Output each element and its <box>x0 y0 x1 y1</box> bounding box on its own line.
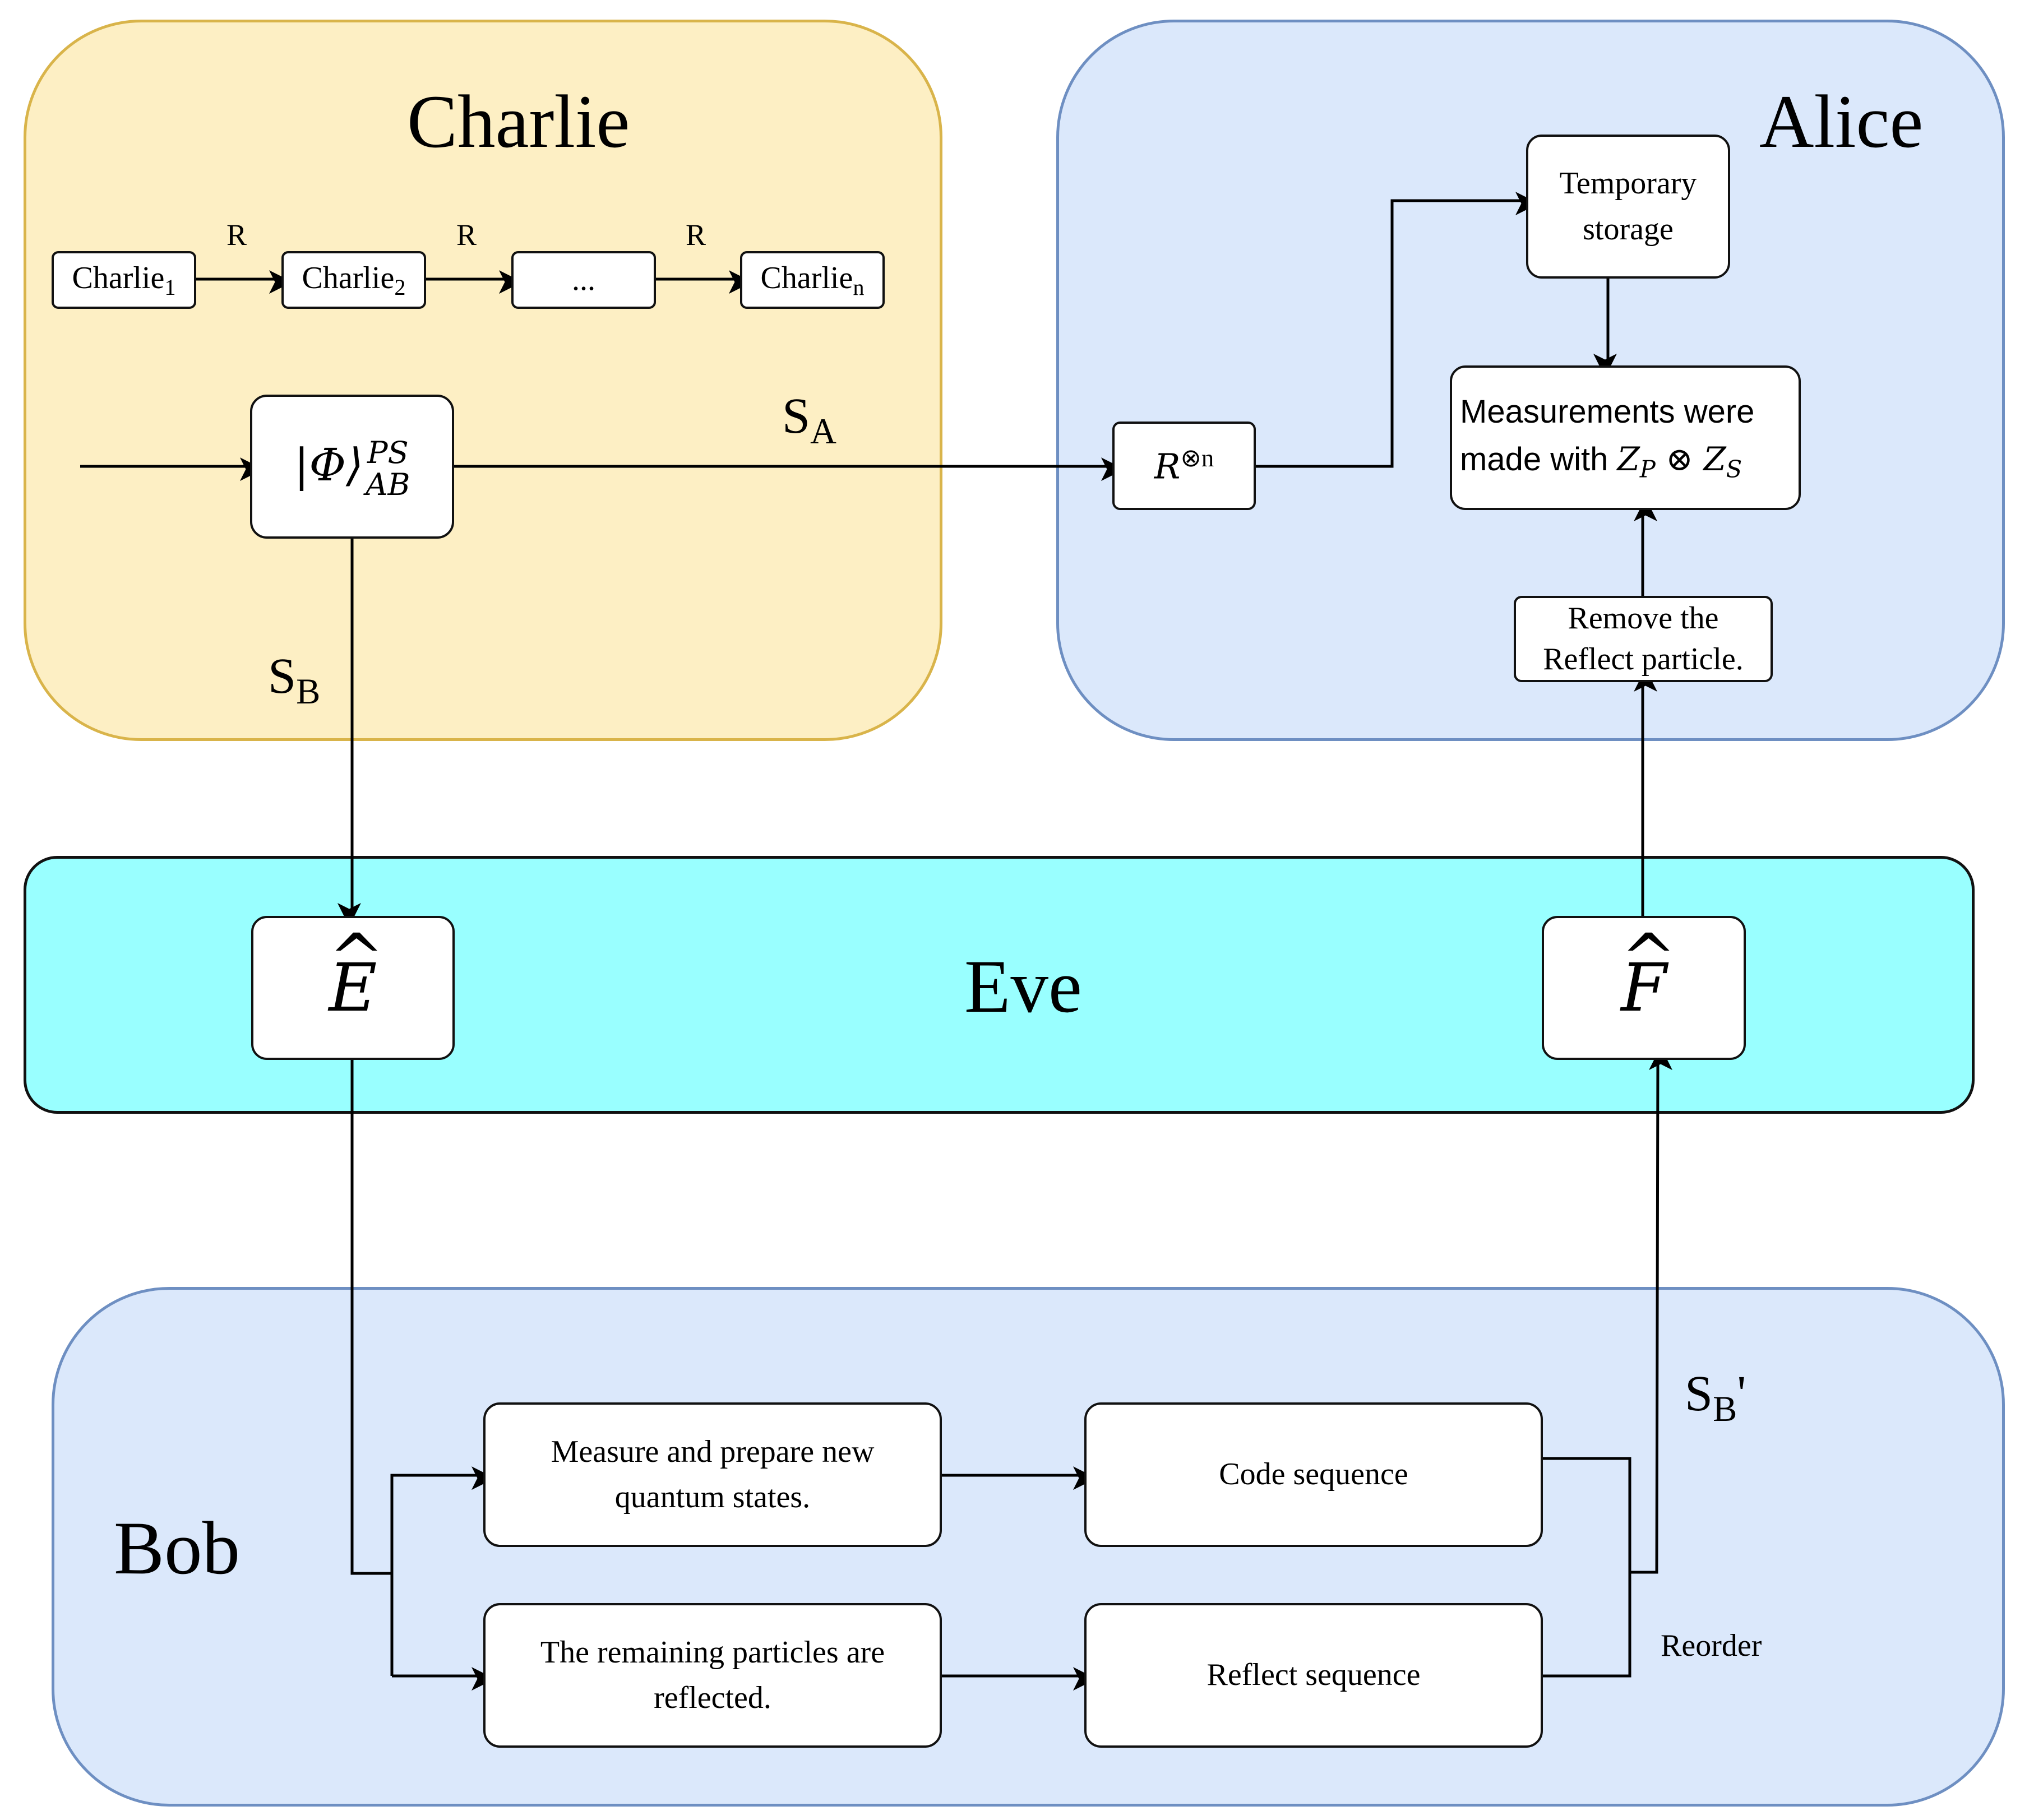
charlie-2-box: Charlie2 <box>281 251 426 309</box>
sa-label: SA <box>782 388 836 452</box>
reorder-to-f-arrow <box>1630 1046 1673 1574</box>
alice-title: Alice <box>1759 80 1924 164</box>
eve-title: Eve <box>964 945 1082 1029</box>
split-upper-arrow <box>390 1466 495 1676</box>
chain-r-label-1: R <box>227 218 247 252</box>
chain-r-label-2: R <box>456 218 477 252</box>
charlie-n-box: Charlien <box>740 251 885 309</box>
r-tensor-box: R⊗n <box>1112 422 1256 510</box>
bob-title: Bob <box>114 1507 241 1590</box>
sb-prime-label: SB' <box>1685 1366 1746 1429</box>
charlie-1-box: Charlie1 <box>52 251 196 309</box>
code-sequence-label: Code sequence <box>1219 1457 1408 1492</box>
reflect-sequence-label: Reflect sequence <box>1207 1657 1421 1693</box>
charlie-n-label: Charlien <box>760 261 865 300</box>
e-to-bob-line <box>350 1060 392 1575</box>
charlie-title: Charlie <box>407 80 630 164</box>
r-to-storage-arrow <box>1256 192 1539 468</box>
code-to-reorder-line <box>1543 1457 1631 1572</box>
f-hat-box: ^F <box>1542 916 1746 1060</box>
code-sequence-box: Code sequence <box>1084 1402 1543 1547</box>
reflect-to-reorder-line <box>1543 1572 1631 1678</box>
f-hat-label: ^F <box>1621 919 1676 1026</box>
charlie-ellipsis-box: ... <box>511 251 656 309</box>
reflect-sequence-box: Reflect sequence <box>1084 1603 1543 1748</box>
charlie-region <box>24 20 942 741</box>
charlie-ellipsis-label: ... <box>572 262 595 297</box>
e-hat-box: ^E <box>251 916 455 1060</box>
e-hat-label: ^E <box>329 919 385 1026</box>
bob-region <box>52 1287 2005 1807</box>
reorder-label: Reorder <box>1661 1628 1762 1663</box>
charlie-2-label: Charlie2 <box>302 261 406 300</box>
charlie-1-label: Charlie1 <box>72 261 176 300</box>
r-tensor-label: R⊗n <box>1154 443 1214 487</box>
sb-label: SB <box>268 649 321 712</box>
chain-r-label-3: R <box>686 218 706 252</box>
